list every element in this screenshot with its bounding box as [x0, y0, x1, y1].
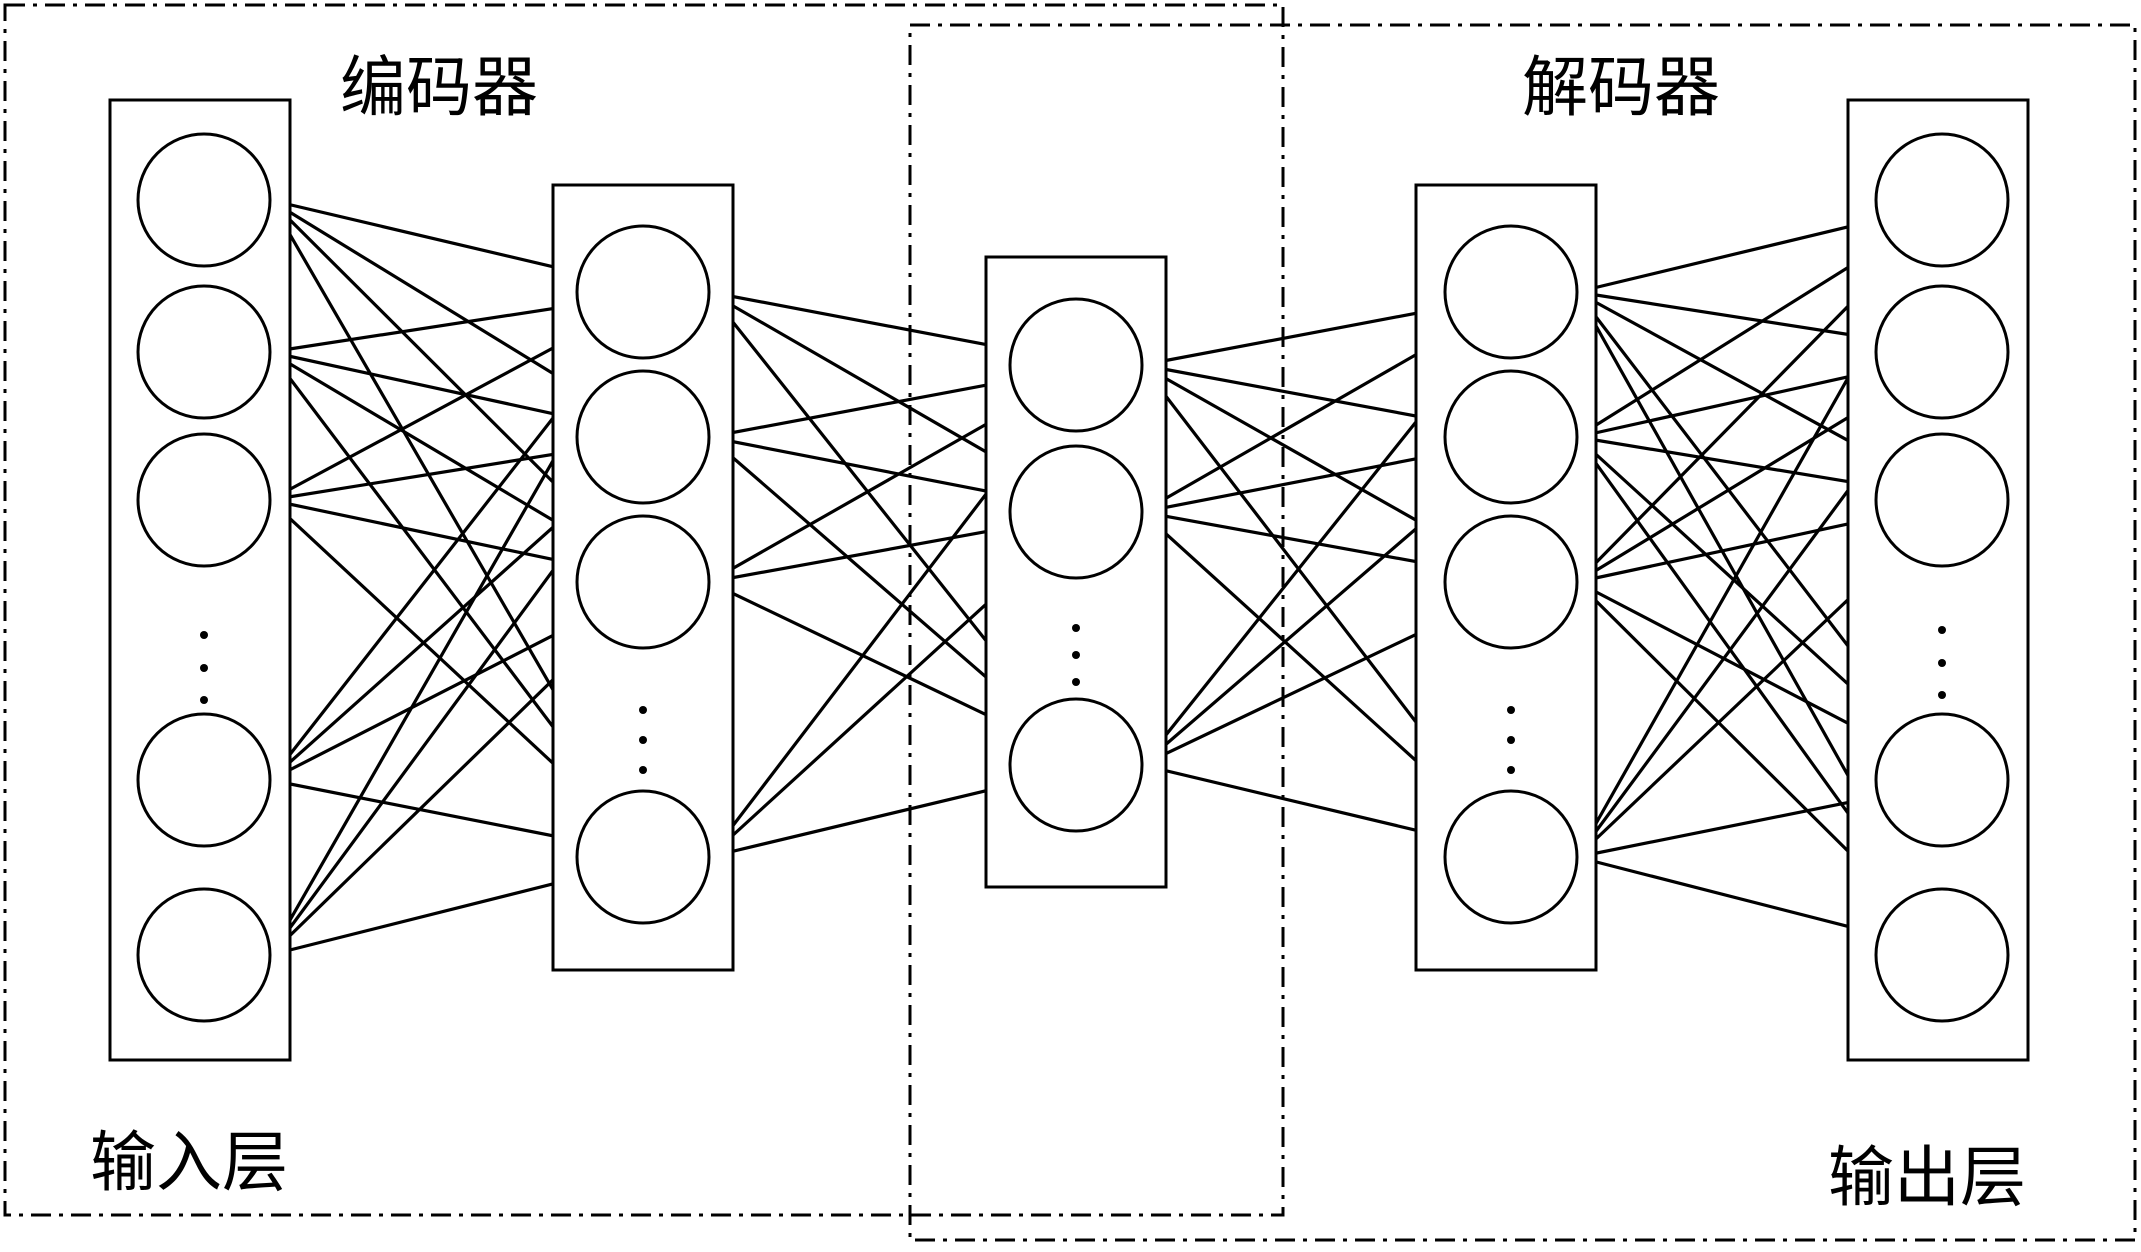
connection-arrow: [1576, 366, 1880, 439]
connection-arrow: [269, 198, 581, 277]
connection-arrow: [1141, 448, 1448, 514]
hidden-2-node: [1443, 514, 1579, 650]
output-ellipsis-dot: [1938, 691, 1946, 699]
connection-arrow: [708, 435, 1013, 501]
bottleneck-node: [1008, 444, 1144, 580]
output-node: [1874, 132, 2010, 268]
output-node: [1874, 284, 2010, 420]
output-ellipsis-dot: [1938, 659, 1946, 667]
connection-arrow: [707, 435, 1033, 718]
connection-arrow: [1576, 580, 1888, 745]
hidden-1-node: [575, 369, 711, 505]
bottleneck-node: [1008, 697, 1144, 833]
bottleneck-node: [1008, 297, 1144, 433]
encoder-label: 编码器: [340, 49, 538, 126]
connection-arrow: [1140, 510, 1469, 809]
input-layer-label: 输入层: [90, 1124, 288, 1201]
connection-arrow: [708, 290, 1013, 354]
connection-arrow: [1576, 513, 1880, 584]
connection-arrow: [268, 484, 601, 782]
connection-arrow: [1141, 763, 1449, 842]
input-ellipsis-dot: [200, 664, 208, 672]
connection-arrow: [708, 402, 1024, 584]
connection-arrow: [1141, 303, 1448, 367]
layer-boxes: [108, 98, 2030, 1062]
decoder-frame: [908, 23, 2137, 1242]
input-node: [136, 712, 272, 848]
connection-arrow: [268, 498, 602, 809]
connection-arrow: [269, 350, 591, 544]
connection-arrow: [708, 580, 1021, 733]
connection-arrow: [269, 327, 590, 502]
connection-arrow: [1141, 363, 1459, 545]
connection-arrow: [1140, 484, 1468, 767]
connection-arrow: [708, 375, 1013, 439]
output-node: [1874, 712, 2010, 848]
encoder-frame: [3, 3, 1285, 1217]
connection-arrow: [1141, 510, 1448, 572]
hidden-1-ellipsis-dot: [639, 736, 647, 744]
neurons: [136, 132, 2010, 1023]
connection-arrow: [269, 873, 581, 957]
connection-arrow: [1576, 215, 1880, 294]
bottleneck-ellipsis-dot: [1072, 651, 1080, 659]
connection-arrow: [1576, 239, 1892, 439]
connection-arrow: [708, 780, 1014, 859]
connection-arrow: [268, 198, 603, 532]
connection-arrow: [1576, 855, 1880, 938]
connection-arrow: [269, 616, 589, 782]
output-node: [1874, 887, 2010, 1023]
connection-arrow: [1141, 329, 1459, 514]
output-layer-label: 输出层: [1828, 1139, 2026, 1216]
output-node: [1874, 432, 2010, 568]
input-ellipsis-dot: [200, 631, 208, 639]
input-node: [136, 887, 272, 1023]
hidden-1-ellipsis-dot: [639, 706, 647, 714]
input-node: [136, 432, 272, 568]
connection-arrow: [268, 631, 603, 957]
input-node: [136, 284, 272, 420]
ellipses: [200, 624, 1946, 774]
hidden-2-node: [1443, 789, 1579, 925]
output-ellipsis-dot: [1938, 626, 1946, 634]
input-node: [136, 132, 272, 268]
connection-arrow: [1576, 792, 1879, 859]
hidden-2-ellipsis-dot: [1507, 706, 1515, 714]
connection-arrow: [1141, 363, 1448, 427]
hidden-1-node: [575, 514, 711, 650]
connection-arrow: [1575, 435, 1900, 732]
connection-arrow: [269, 299, 579, 354]
connection-arrow: [269, 445, 580, 502]
hidden-2-node: [1443, 369, 1579, 505]
connection-arrow: [1576, 390, 1891, 584]
hidden-1-node: [575, 789, 711, 925]
hidden-1-node: [575, 224, 711, 360]
bottleneck-ellipsis-dot: [1072, 624, 1080, 632]
input-ellipsis-dot: [200, 696, 208, 704]
connection-arrow: [1576, 290, 1889, 464]
connection-arrow: [269, 498, 580, 570]
connection-arrow: [1575, 549, 1901, 859]
hidden-2-ellipsis-dot: [1507, 766, 1515, 774]
connection-arrow: [1141, 614, 1456, 767]
bottleneck-ellipsis-dot: [1072, 678, 1080, 686]
connection-arrow: [269, 198, 592, 399]
hidden-2-node: [1443, 224, 1579, 360]
hidden-1-ellipsis-dot: [639, 766, 647, 774]
connection-arrow: [269, 778, 580, 846]
decoder-label: 解码器: [1522, 49, 1720, 126]
connection-arrow: [1576, 290, 1878, 344]
connection-arrow: [708, 522, 1013, 584]
connection-arrow: [707, 560, 1034, 859]
connection-arrow: [269, 350, 581, 424]
connection-arrow: [708, 290, 1024, 475]
hidden-2-ellipsis-dot: [1507, 736, 1515, 744]
connection-arrow: [1576, 435, 1879, 492]
